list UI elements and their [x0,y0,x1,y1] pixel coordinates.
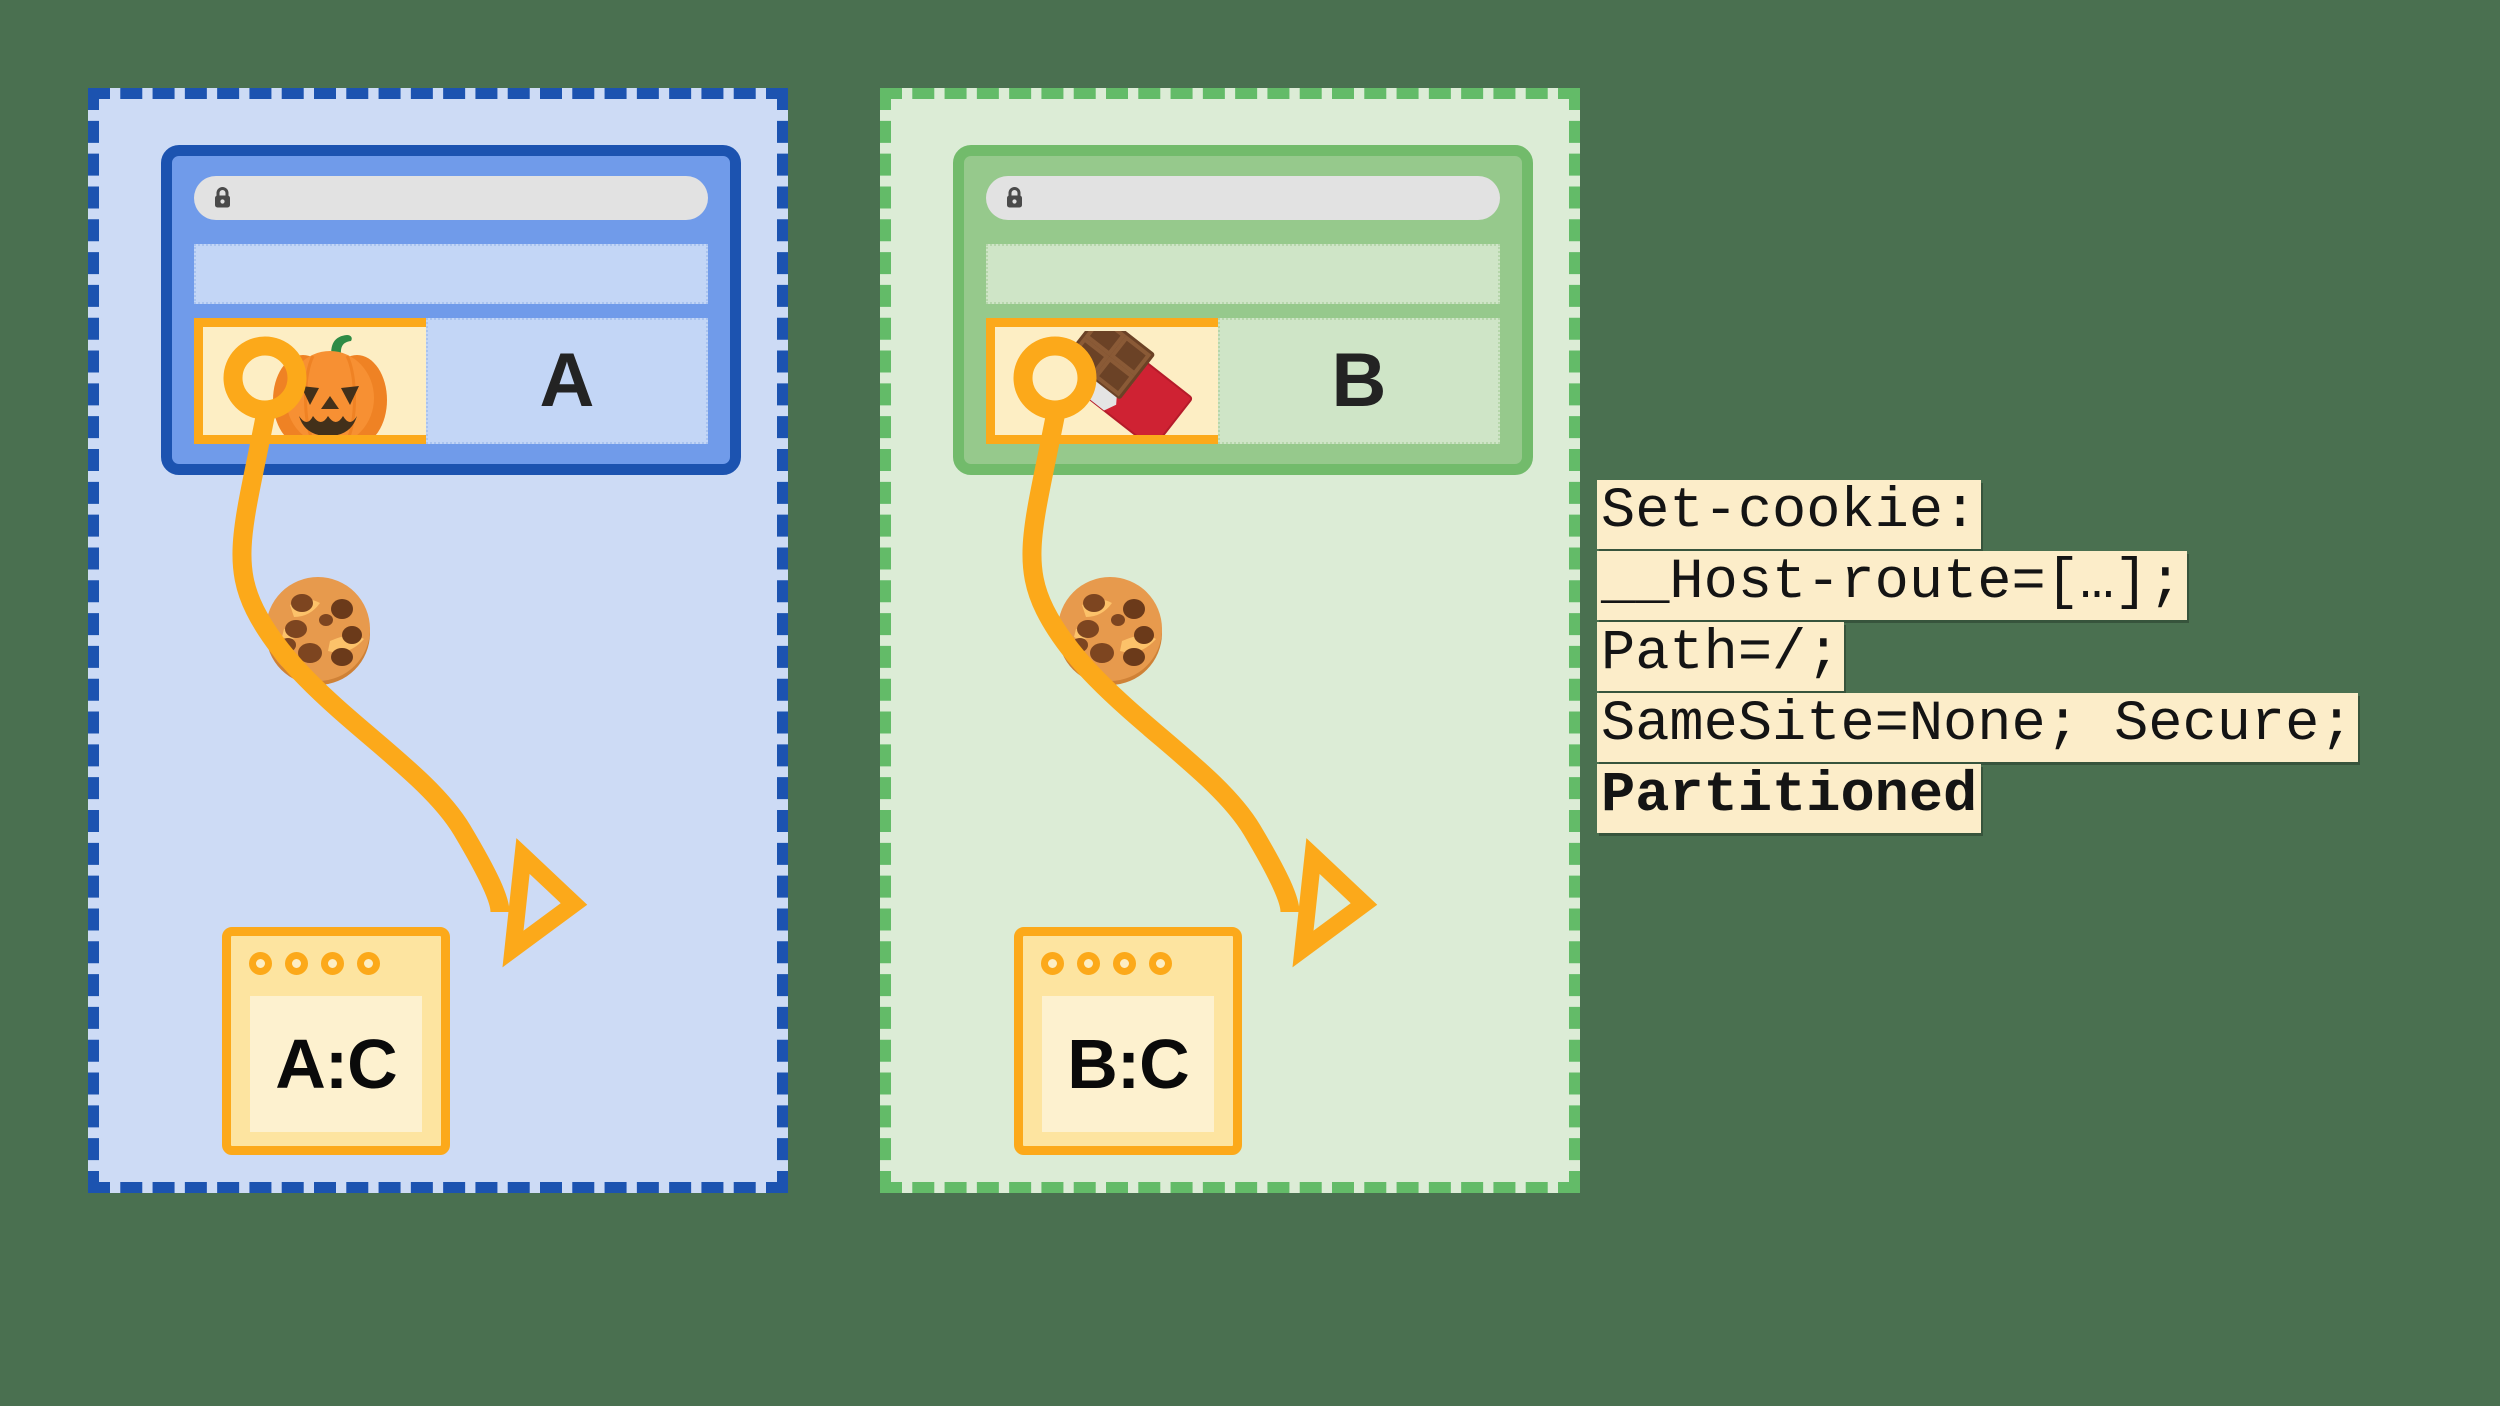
page-content-placeholder-site-b [986,244,1500,304]
storage-dot [249,952,272,975]
embedded-frame-site-a [194,318,444,444]
browser-window-site-a: A [161,145,741,475]
lock-icon [1007,187,1022,208]
pumpkin-icon [273,335,387,435]
storage-dots-site-b [1041,952,1172,975]
browser-window-site-b: B [953,145,1533,475]
storage-dot [321,952,344,975]
address-bar-site-b[interactable] [986,176,1500,220]
storage-screen-site-b: B:C [1042,996,1214,1132]
page-slot-row-site-b: B [986,318,1500,444]
code-line: Path=/; [1597,621,1845,691]
storage-dot [357,952,380,975]
storage-dots-site-a [249,952,380,975]
storage-dot [1077,952,1100,975]
site-letter-b: B [1331,338,1387,423]
site-letter-box-a: A [426,318,708,444]
partition-panel-site-a: A A:C [88,88,788,1193]
cookie-icon-site-b [1058,577,1162,685]
storage-dot [1113,952,1136,975]
site-letter-a: A [539,338,595,423]
code-line: __Host-route=[…]; [1597,550,2187,620]
cookie-icon-site-a [266,577,370,685]
storage-dot [1149,952,1172,975]
storage-box-site-a: A:C [222,927,450,1155]
storage-screen-site-a: A:C [250,996,422,1132]
set-cookie-header-listing: Set-cookie: __Host-route=[…]; Path=/; Sa… [1597,480,2358,835]
code-line-partitioned: Partitioned [1597,763,1982,833]
storage-label-site-b: B:C [1067,1025,1189,1103]
page-slot-row-site-a: A [194,318,708,444]
page-content-placeholder-site-a [194,244,708,304]
site-letter-box-b: B [1218,318,1500,444]
storage-dot [285,952,308,975]
address-bar-site-a[interactable] [194,176,708,220]
storage-label-site-a: A:C [275,1025,397,1103]
lock-icon [215,187,230,208]
embedded-frame-site-b [986,318,1236,444]
code-line: SameSite=None; Secure; [1597,692,2358,762]
partition-panel-site-b: B B:C [880,88,1580,1193]
chocolate-bar-icon [1065,331,1193,435]
storage-dot [1041,952,1064,975]
storage-box-site-b: B:C [1014,927,1242,1155]
code-line: Set-cookie: [1597,480,1982,549]
